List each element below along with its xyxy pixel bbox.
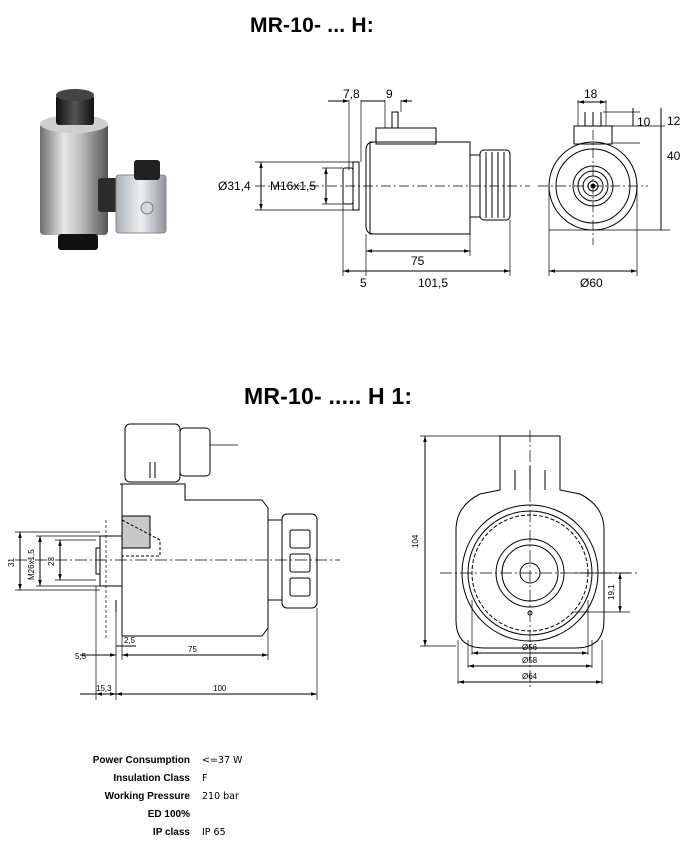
dim-d31-4: Ø31,4 [218, 179, 251, 193]
drawing2-side-view [15, 423, 340, 700]
dim-100: 100 [213, 684, 227, 693]
dim-40: 40 [667, 149, 681, 163]
spec-row: Power Consumption <=37 W [40, 752, 243, 770]
dim-d60: Ø60 [580, 276, 603, 290]
drawing2-front-view [420, 430, 640, 690]
spec-value: <=37 W [202, 755, 243, 766]
spec-row: Insulation Class F [40, 770, 242, 788]
title-mr10-h1: MR-10- ..... H 1: [244, 383, 413, 409]
spec-value: F [202, 773, 208, 784]
dim-7-8: 7,8 [343, 87, 360, 101]
dim-d64: Ø64 [522, 672, 538, 681]
dim-d56: Ø56 [522, 643, 538, 652]
spec-value: 210 bar [202, 791, 239, 802]
dim-10: 10 [637, 115, 651, 129]
spec-label: Working Pressure [104, 791, 190, 802]
spec-row: ED 100% [40, 806, 242, 824]
spec-value [190, 806, 202, 824]
title-mr10-h: MR-10- ... H: [250, 14, 374, 37]
spec-label: Power Consumption [92, 755, 190, 766]
spec-table: Power Consumption <=37 W Insulation Clas… [40, 752, 243, 842]
spec-label: Insulation Class [113, 773, 190, 784]
dim-31: 31 [7, 558, 16, 567]
dim-12: 12 [667, 114, 681, 128]
dim-9: 9 [386, 87, 393, 101]
drawing1-side-dims: 7,8 9 Ø31,4 M16x1,5 75 5 101,5 [218, 87, 448, 290]
spec-row: Working Pressure 210 bar [40, 788, 242, 806]
drawing2-side-dims: 31 M26x1,5 23 2,5 5,5 75 15,3 100 [7, 549, 227, 693]
dim-m26: M26x1,5 [27, 549, 36, 580]
dim-19-1: 19,1 [607, 584, 616, 600]
dim-75-bottom: 75 [188, 645, 197, 654]
dim-d58: Ø58 [522, 656, 538, 665]
drawing1-front-view [538, 100, 670, 276]
spec-value: IP 65 [202, 827, 226, 838]
drawing1-front-dims: 18 10 12 40 Ø60 [580, 87, 681, 290]
dim-75-top: 75 [411, 254, 425, 268]
dim-18: 18 [584, 87, 598, 101]
drawing1-side-view [255, 99, 530, 276]
dim-104: 104 [411, 534, 420, 548]
spec-label: IP class [152, 827, 190, 838]
product-photo [40, 89, 167, 250]
spec-row: IP class IP 65 [40, 824, 242, 842]
dim-23: 23 [47, 557, 56, 566]
dim-2-5: 2,5 [124, 636, 136, 645]
dim-m16: M16x1,5 [270, 179, 316, 193]
dim-101-5: 101,5 [418, 276, 448, 290]
drawing2-front-dims: 104 19,1 Ø56 Ø58 Ø64 [411, 534, 616, 681]
dim-15-3: 15,3 [96, 684, 112, 693]
dim-5: 5 [360, 276, 367, 290]
dim-5-5: 5,5 [75, 652, 87, 661]
spec-label: ED 100% [147, 809, 190, 820]
